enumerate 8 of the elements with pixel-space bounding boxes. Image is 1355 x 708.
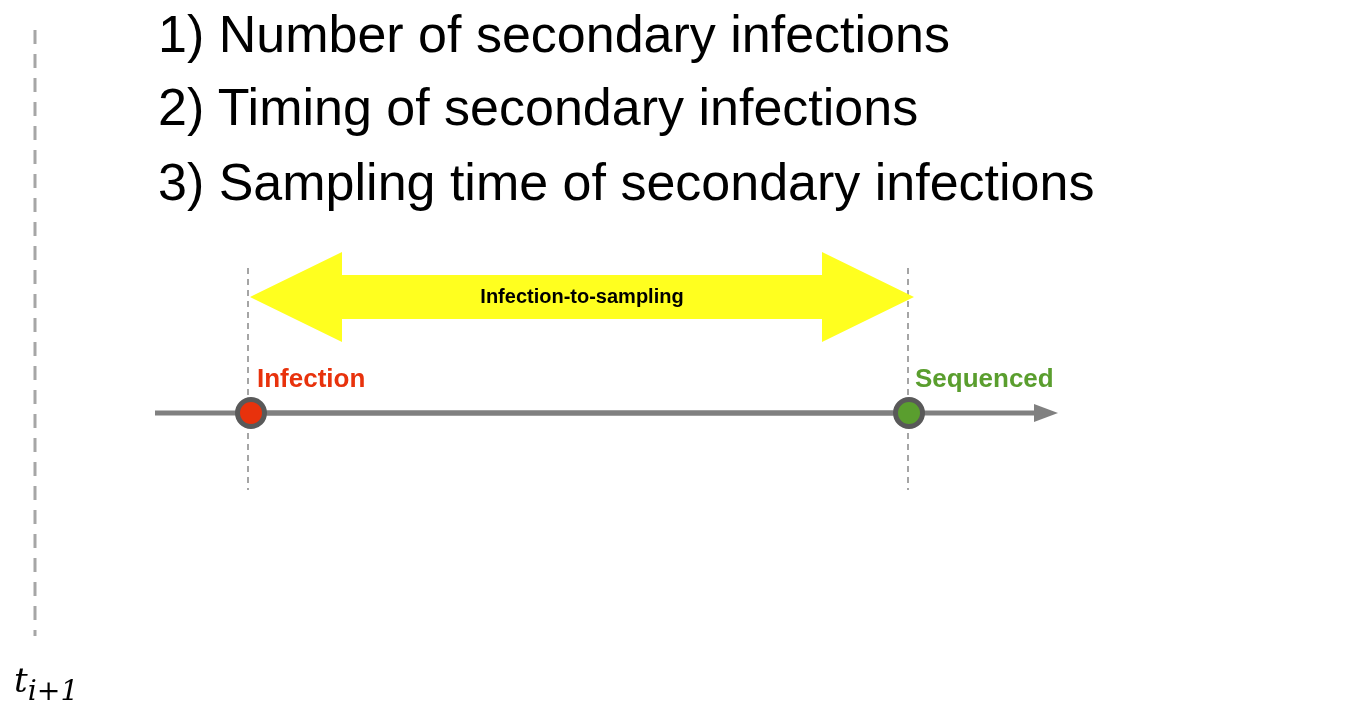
- question-text: 1) Number of secondary infections: [158, 4, 950, 64]
- question-text: 2) Timing of secondary infections: [158, 77, 919, 137]
- time-label: t$_{i+1}$: [14, 660, 79, 707]
- event-label: Sequenced: [915, 363, 1054, 394]
- question-text: 3) Sampling time of secondary infections: [158, 152, 1095, 212]
- timeline-segment: [267, 410, 893, 416]
- event-label: Infection: [257, 363, 366, 394]
- arrow-label: Infection-to-sampling: [479, 285, 685, 308]
